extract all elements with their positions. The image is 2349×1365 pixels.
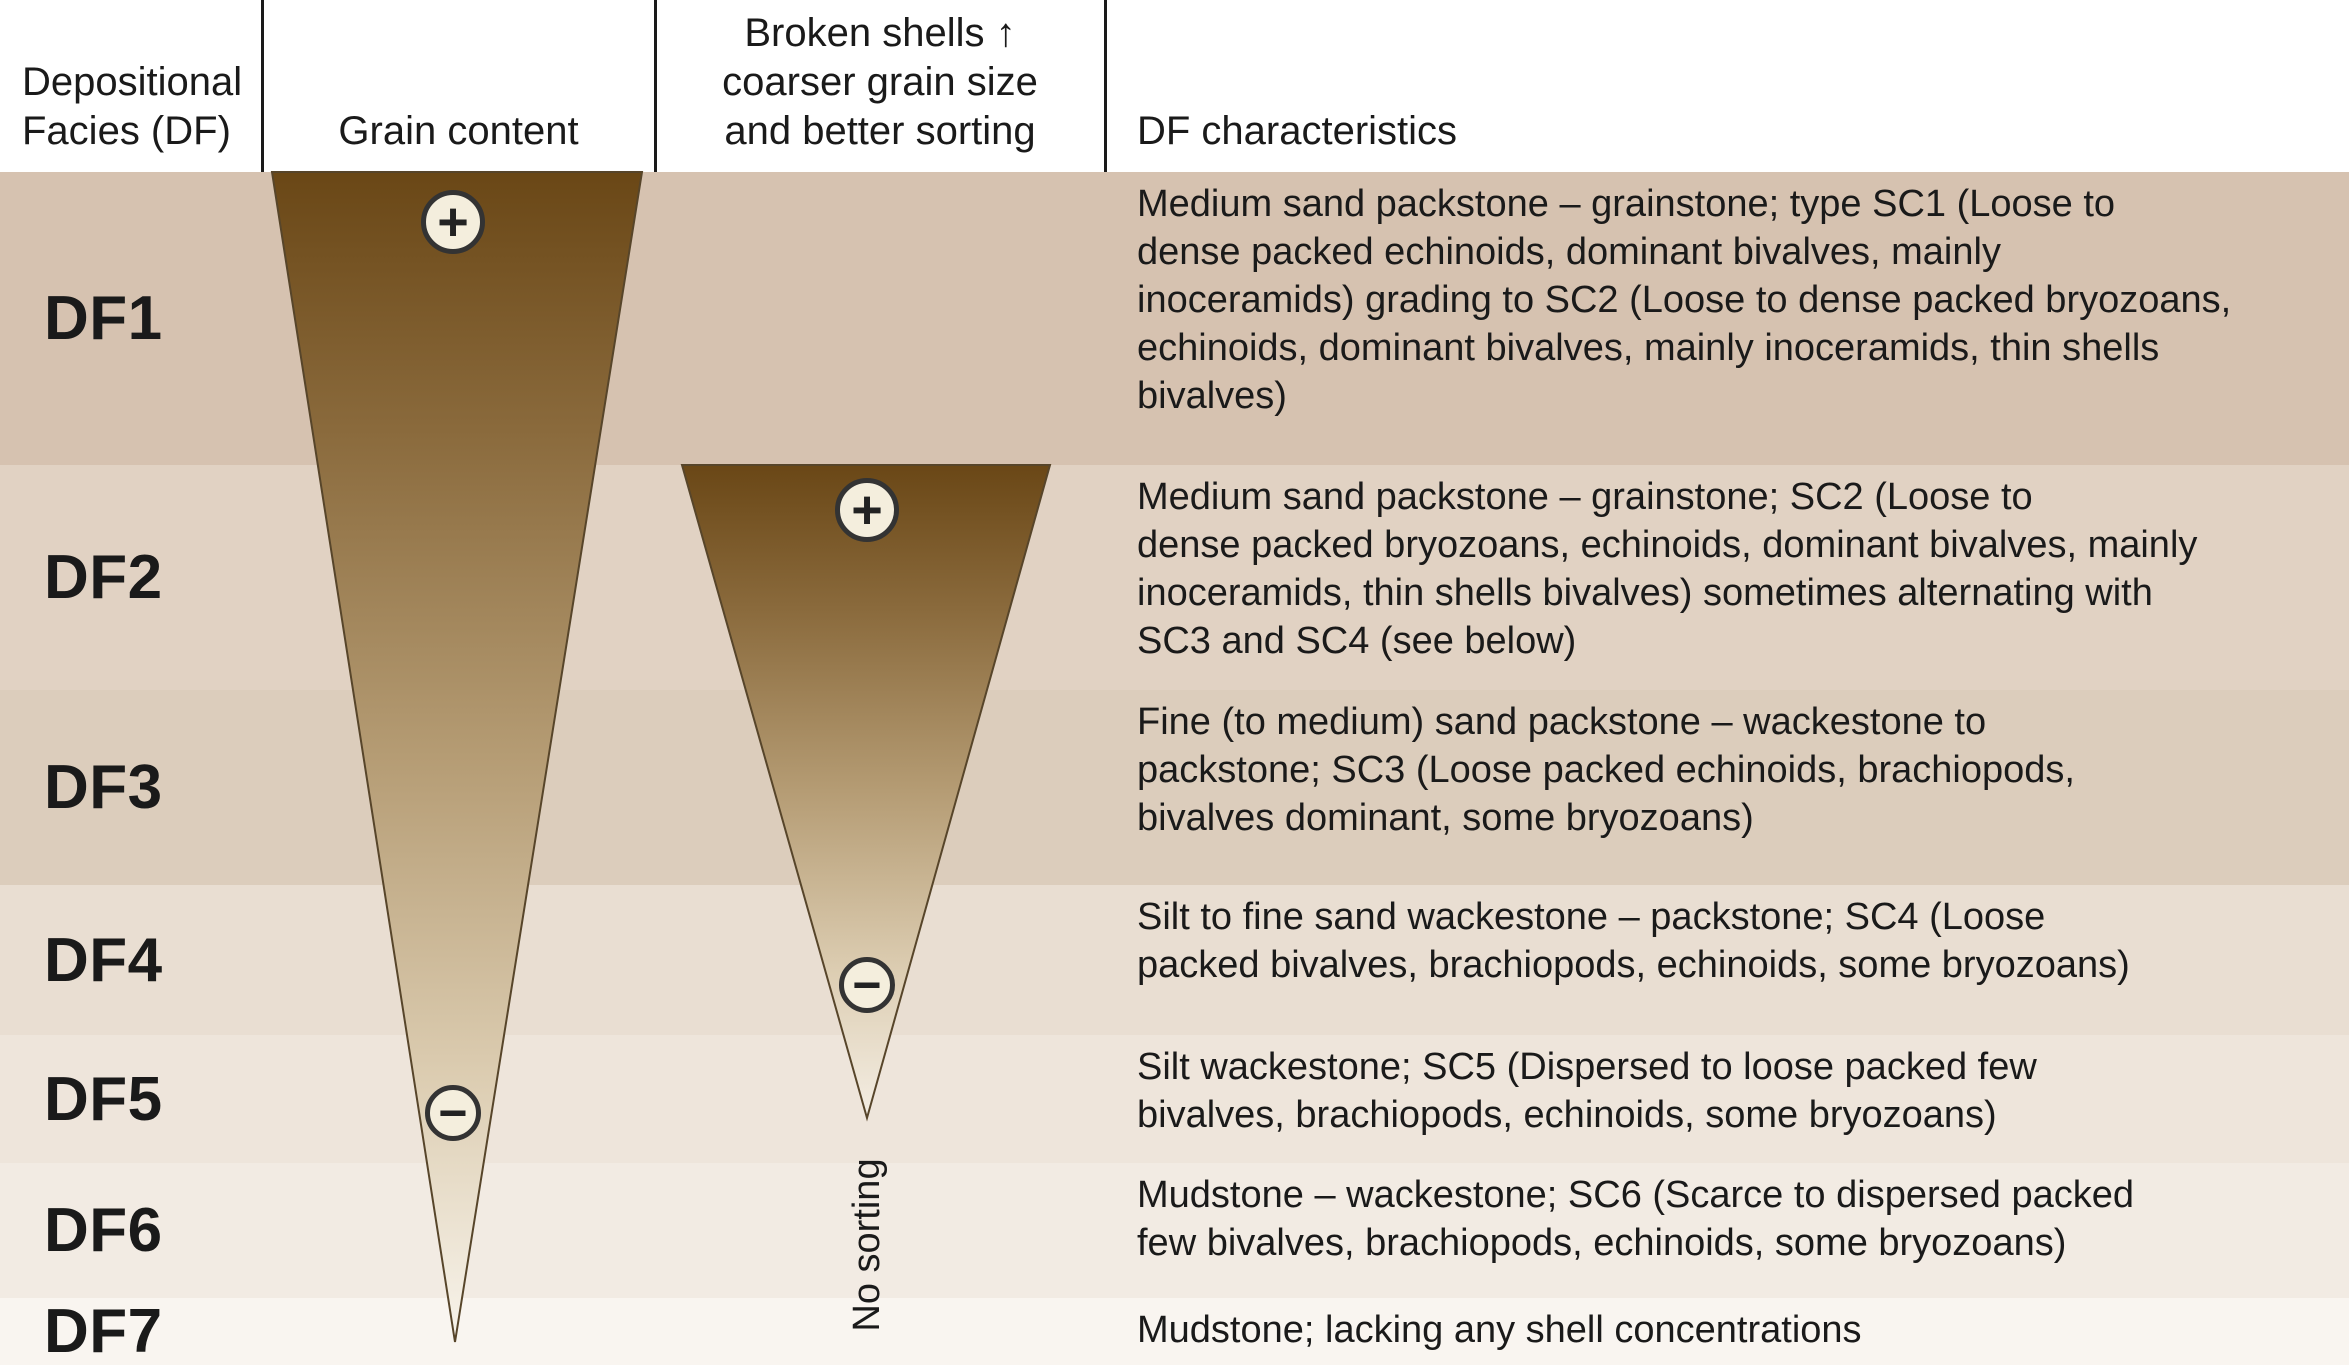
column-divider-2 — [654, 0, 657, 172]
column-divider-3 — [1104, 0, 1107, 172]
header-grain-content: Grain content — [338, 109, 579, 153]
header-broken-shells: Broken shells ↑ coarser grain size and b… — [722, 11, 1038, 153]
facies-characteristics: Silt to fine sand wackestone – packstone… — [1137, 896, 2130, 986]
facies-label: DF2 — [44, 543, 163, 612]
header-row: Depositional Facies (DF) Grain content B… — [0, 0, 2349, 172]
triangle-space — [262, 1298, 1105, 1365]
facies-label: DF1 — [44, 284, 163, 353]
facies-label: DF3 — [44, 753, 163, 822]
facies-row-df3: DF3 Fine (to medium) sand packstone – wa… — [0, 690, 2349, 885]
facies-characteristics: Medium sand packstone – grainstone; type… — [1137, 183, 2232, 417]
facies-characteristics: Mudstone – wackestone; SC6 (Scarce to di… — [1137, 1174, 2134, 1264]
grain-plus-icon: + — [421, 190, 485, 254]
facies-row-df7: DF7 Mudstone; lacking any shell concentr… — [0, 1297, 2349, 1365]
triangle-space — [262, 465, 1105, 690]
sorting-minus-icon: − — [839, 957, 895, 1013]
column-divider-1 — [261, 0, 264, 172]
facies-characteristics: Medium sand packstone – grainstone; SC2 … — [1137, 476, 2198, 662]
facies-characteristics: Fine (to medium) sand packstone – wackes… — [1137, 701, 2075, 839]
no-sorting-label: No sorting — [846, 1158, 888, 1332]
facies-label: DF7 — [44, 1297, 163, 1365]
grain-minus-icon: − — [425, 1085, 481, 1141]
facies-row-df2: DF2 Medium sand packstone – grainstone; … — [0, 465, 2349, 690]
facies-row-df4: DF4 Silt to fine sand wackestone – packs… — [0, 885, 2349, 1035]
facies-characteristics: Mudstone; lacking any shell concentratio… — [1137, 1309, 1862, 1351]
facies-label: DF4 — [44, 925, 163, 995]
triangle-space — [262, 1163, 1105, 1298]
header-depositional-facies: Depositional Facies (DF) — [22, 60, 243, 153]
sorting-plus-icon: + — [835, 478, 899, 542]
triangle-space — [262, 690, 1105, 885]
header-df-characteristics: DF characteristics — [1137, 109, 1458, 153]
facies-row-df1: DF1 Medium sand packstone – grainstone; … — [0, 172, 2349, 465]
facies-label: DF5 — [44, 1064, 163, 1134]
triangle-space — [262, 885, 1105, 1035]
facies-characteristics: Silt wackestone; SC5 (Dispersed to loose… — [1137, 1046, 2037, 1136]
triangle-space — [262, 172, 1105, 465]
facies-label: DF6 — [44, 1196, 163, 1265]
facies-row-df6: DF6 Mudstone – wackestone; SC6 (Scarce t… — [0, 1163, 2349, 1298]
triangle-space — [262, 1035, 1105, 1163]
facies-row-df5: DF5 Silt wackestone; SC5 (Dispersed to l… — [0, 1035, 2349, 1163]
